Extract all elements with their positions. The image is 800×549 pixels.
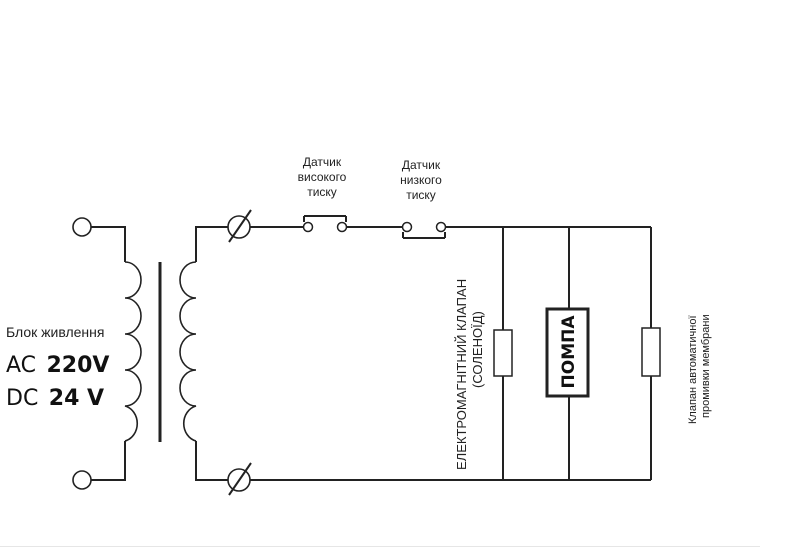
low-pressure-sensor-label: Датчик низкого тиску [400, 158, 442, 202]
pump-box [545, 307, 590, 398]
svg-text:Клапан автоматичної: Клапан автоматичної [687, 315, 699, 424]
svg-text:низкого: низкого [400, 173, 442, 187]
pump-branch [545, 227, 590, 480]
fuse-bottom [227, 462, 252, 496]
low-pressure-switch [401, 221, 447, 239]
svg-text:тиску: тиску [406, 188, 436, 202]
svg-text:промивки мембрани: промивки мембрани [700, 314, 712, 418]
primary-winding [72, 217, 142, 490]
solenoid-valve-box [493, 329, 513, 377]
svg-text:високого: високого [298, 170, 347, 184]
flush-valve-branch [641, 227, 661, 480]
secondary-coil [179, 261, 197, 442]
dc-voltage-label: DC 24 V [6, 386, 104, 411]
svg-text:Датчик: Датчик [402, 158, 441, 172]
power-supply-label: Блок живлення [6, 324, 104, 340]
primary-terminal-bottom [72, 470, 92, 490]
solenoid-valve-label: ЕЛЕКТРОМАГНІТНИЙ КЛАПАН (СОЛЕНОЇД) [454, 279, 485, 470]
svg-text:(СОЛЕНОЇД): (СОЛЕНОЇД) [470, 311, 485, 388]
solenoid-branch [493, 227, 513, 480]
flush-valve-label: Клапан автоматичної промивки мембрани [687, 314, 712, 424]
ac-voltage-label: AC 220V [6, 353, 109, 378]
high-pressure-switch [302, 215, 348, 233]
primary-coil [124, 261, 142, 442]
high-pressure-sensor-label: Датчик високого тиску [298, 155, 347, 199]
pump-label: ПОМПА [559, 315, 579, 389]
secondary-winding [179, 226, 228, 481]
svg-text:тиску: тиску [307, 185, 337, 199]
flush-valve-box [641, 327, 661, 377]
primary-terminal-top [72, 217, 92, 237]
bottom-divider [0, 546, 760, 547]
svg-text:ЕЛЕКТРОМАГНІТНИЙ КЛАПАН: ЕЛЕКТРОМАГНІТНИЙ КЛАПАН [454, 279, 469, 470]
fuse-top [227, 209, 252, 243]
svg-text:Датчик: Датчик [303, 155, 342, 169]
